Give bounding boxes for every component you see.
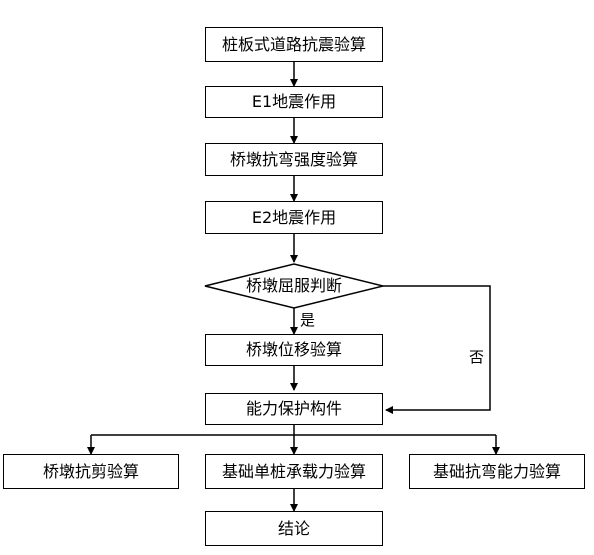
node-pier-yield-decision: 桥墩屈服判断 xyxy=(205,264,383,308)
node-e1-seismic-action-label: E1地震作用 xyxy=(251,92,337,111)
node-pier-bending-strength-check-label: 桥墩抗弯强度验算 xyxy=(229,149,358,169)
node-conclusion-label: 结论 xyxy=(277,518,310,538)
node-e2-seismic-action-label: E2地震作用 xyxy=(251,207,337,227)
node-pile-slab-road-seismic-check-label: 桩板式道路抗震验算 xyxy=(221,34,366,54)
node-foundation-bending-capacity-check: 基础抗弯能力验算 xyxy=(409,454,585,489)
node-foundation-bending-capacity-check-label: 基础抗弯能力验算 xyxy=(432,461,561,481)
node-capacity-protected-members: 能力保护构件 xyxy=(205,393,383,425)
node-pier-shear-check: 桥墩抗剪验算 xyxy=(3,454,179,489)
edge-label-no: 否 xyxy=(469,348,485,366)
node-pier-displacement-check: 桥墩位移验算 xyxy=(205,334,383,366)
node-e2-seismic-action: E2地震作用 xyxy=(205,201,383,234)
node-single-pile-bearing-capacity-check-label: 基础单桩承载力验算 xyxy=(221,461,366,481)
node-pier-shear-check-label: 桥墩抗剪验算 xyxy=(42,461,139,481)
node-capacity-protected-members-label: 能力保护构件 xyxy=(245,399,342,418)
node-single-pile-bearing-capacity-check: 基础单桩承载力验算 xyxy=(205,454,383,489)
node-conclusion: 结论 xyxy=(205,511,383,546)
node-e1-seismic-action: E1地震作用 xyxy=(205,86,383,118)
node-pier-yield-decision-label: 桥墩屈服判断 xyxy=(245,276,342,295)
edge-label-yes: 是 xyxy=(300,311,316,329)
node-pier-bending-strength-check: 桥墩抗弯强度验算 xyxy=(205,143,383,176)
node-pile-slab-road-seismic-check: 桩板式道路抗震验算 xyxy=(205,27,383,62)
node-pier-displacement-check-label: 桥墩位移验算 xyxy=(245,340,342,359)
